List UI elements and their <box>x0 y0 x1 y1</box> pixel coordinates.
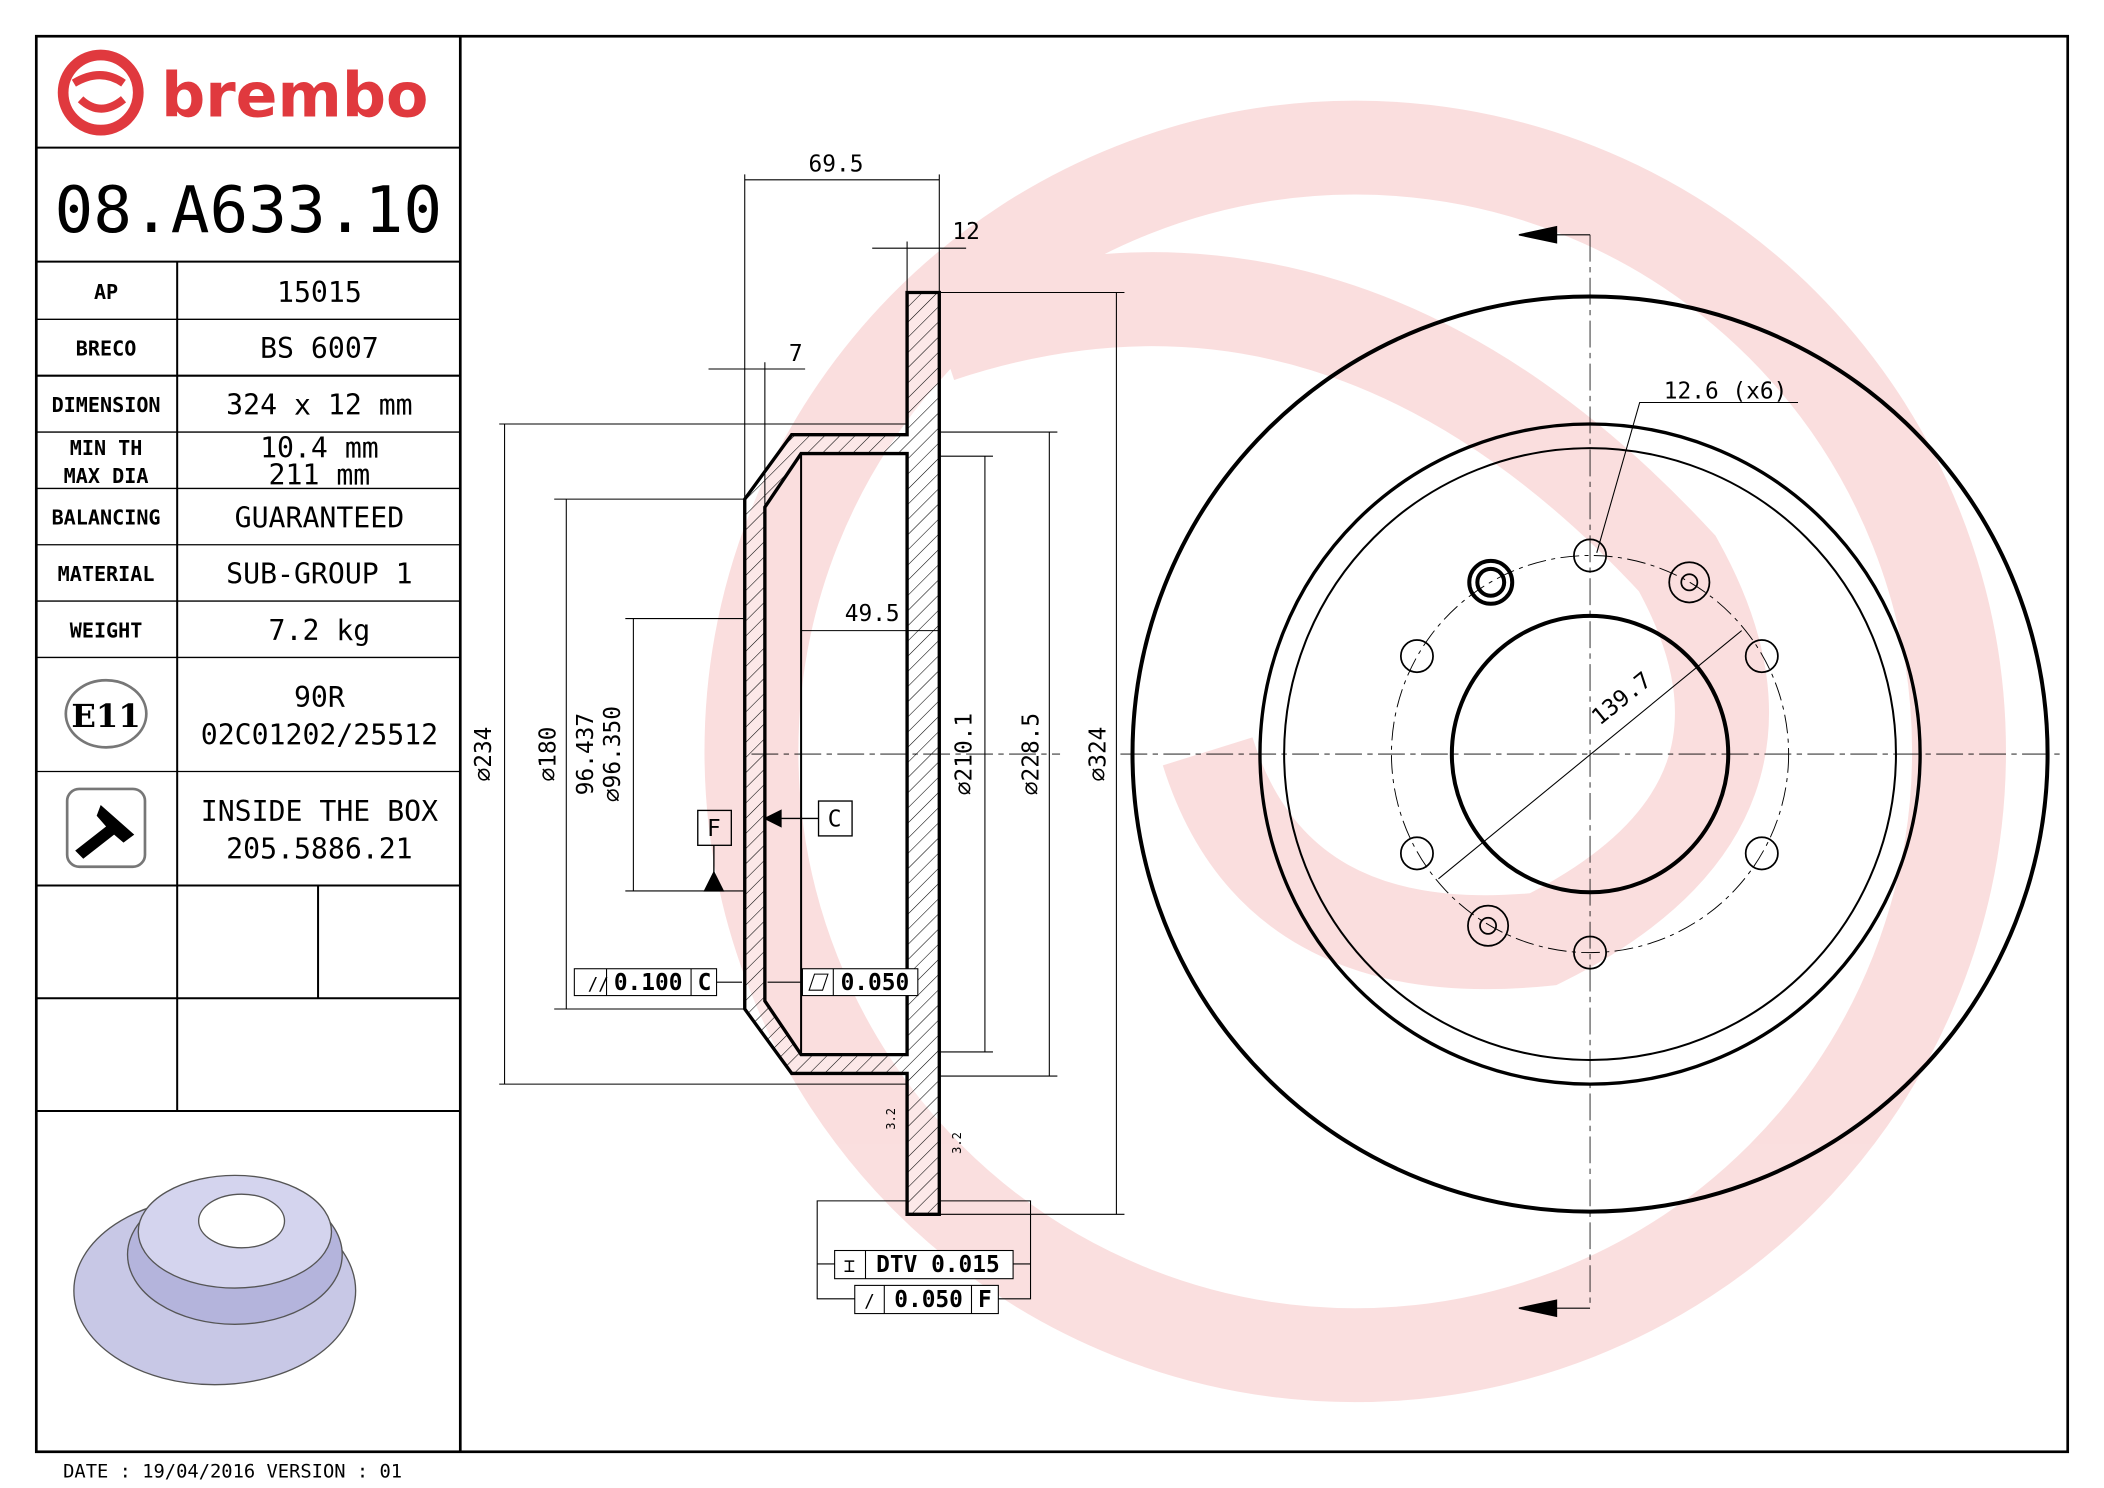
dim-d228-5: ⌀228.5 <box>1019 713 1045 795</box>
part-number: 08.A633.10 <box>54 173 442 248</box>
runout-value: 0.050 <box>894 1287 963 1313</box>
spec-label: BRECO <box>76 337 137 361</box>
svg-text:⌶: ⌶ <box>844 1256 855 1277</box>
brembo-logo: brembo <box>57 49 428 136</box>
footer-date-version: DATE : 19/04/2016 VERSION : 01 <box>63 1461 402 1482</box>
screws-line1: INSIDE THE BOX <box>201 795 438 828</box>
drawing-frame <box>34 34 2070 1454</box>
spec-label: MIN TH <box>70 436 143 460</box>
spec-value: 324 x 12 mm <box>226 389 412 422</box>
bolt-holes <box>1399 538 1779 970</box>
svg-text://: // <box>588 975 609 995</box>
e11-mark-icon: E11 <box>64 678 148 749</box>
homologation-line2: 02C01202/25512 <box>201 719 438 752</box>
datum-c-label: C <box>828 807 842 833</box>
dim-hat-depth: 49.5 <box>845 601 900 627</box>
homologation-line1: 90R <box>294 681 345 714</box>
datum-f-label: F <box>707 816 721 842</box>
dim-hole-size: 12.6 (x6) <box>1664 378 1788 404</box>
parallelism-value: 0.100 <box>614 970 683 996</box>
svg-text:E11: E11 <box>71 697 140 735</box>
spec-value: 10.4 mm <box>260 432 379 465</box>
dim-d324: ⌀324 <box>1086 727 1112 782</box>
dim-d210-1: ⌀210.1 <box>951 713 977 795</box>
dim-d96-350: ⌀96.350 <box>600 706 626 802</box>
dim-d180: ⌀180 <box>536 727 562 782</box>
disc-thumbnail <box>73 1174 357 1386</box>
spec-label: MATERIAL <box>58 562 155 586</box>
screw-icon <box>65 787 147 869</box>
dim-thickness: 12 <box>952 219 979 245</box>
dim-overall-height: 69.5 <box>809 152 864 178</box>
flatness-tolerance <box>767 968 919 997</box>
brand-name: brembo <box>161 60 428 132</box>
spec-label: BALANCING <box>52 506 161 530</box>
dim-pcd: 139.7 <box>1587 667 1657 730</box>
svg-text:3.2: 3.2 <box>950 1132 964 1154</box>
spec-value: 211 mm <box>269 458 371 491</box>
spec-value: BS 6007 <box>260 332 379 365</box>
flatness-value: 0.050 <box>841 970 910 996</box>
dim-hat-wall: 7 <box>789 341 803 367</box>
parallelism-tolerance <box>573 968 743 997</box>
datum-c <box>763 800 853 837</box>
spec-label: AP <box>94 280 118 304</box>
dim-d96-437: 96.437 <box>573 713 599 795</box>
parallelism-datum: C <box>698 970 712 996</box>
section-view: 69.5 12 7 49.5 ⌀234 ⌀180 96.437 ⌀96.350 … <box>471 152 1125 1315</box>
spec-label: MAX DIA <box>64 464 149 488</box>
svg-text:/: / <box>864 1292 875 1312</box>
dim-d234: ⌀234 <box>471 727 497 782</box>
runout-datum: F <box>978 1287 992 1313</box>
front-view <box>1120 225 2060 1318</box>
spec-value: 15015 <box>277 276 362 309</box>
runout-tolerance <box>854 1284 999 1315</box>
spec-label: DIMENSION <box>52 393 161 417</box>
roughness-marks: 3.2 3.2 <box>884 1108 964 1154</box>
spec-value: 7.2 kg <box>269 614 371 647</box>
dtv-value: DTV 0.015 <box>876 1252 1000 1278</box>
screws-line2: 205.5886.21 <box>226 833 412 866</box>
svg-text:3.2: 3.2 <box>884 1108 898 1130</box>
spec-value: GUARANTEED <box>235 501 405 534</box>
datum-f <box>697 809 732 892</box>
dtv-tolerance <box>834 1249 1014 1280</box>
spec-label: WEIGHT <box>70 618 143 642</box>
spec-value: SUB-GROUP 1 <box>226 558 412 591</box>
spec-table: brembo 08.A633.10 AP 15015 BRECO BS 6007… <box>36 49 461 1386</box>
